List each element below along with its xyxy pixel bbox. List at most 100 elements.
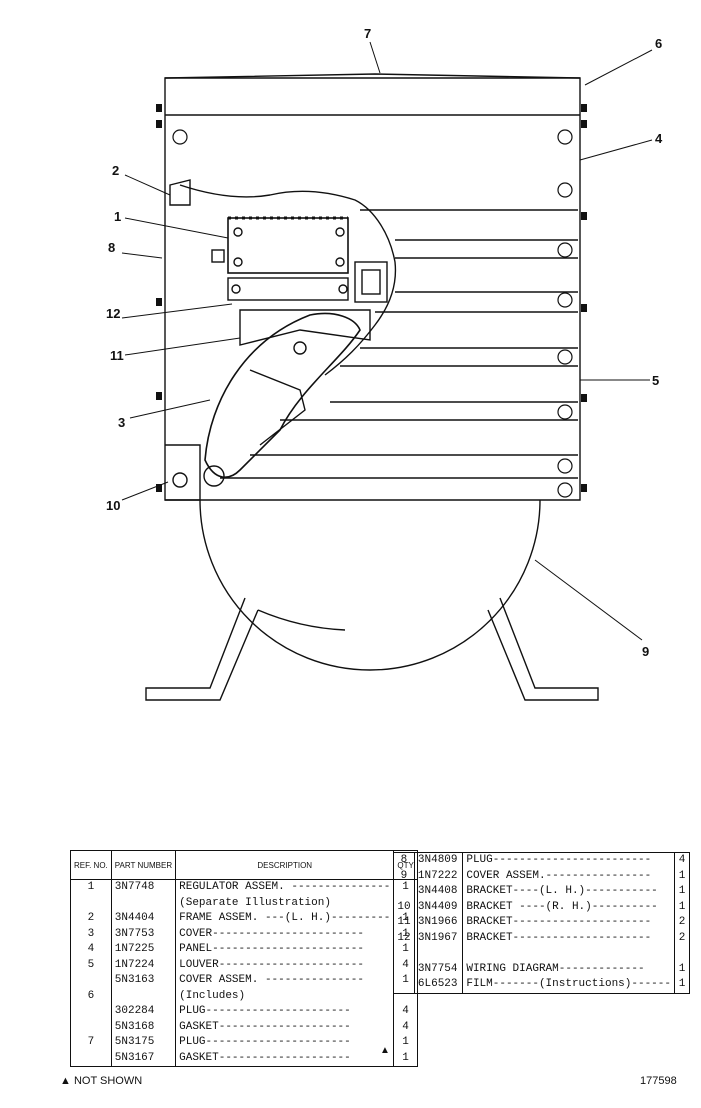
description-cell: BRACKET--------------------- <box>462 915 675 931</box>
callout-8: 8 <box>108 240 115 255</box>
part-number-cell: 5N3175 <box>111 1035 177 1051</box>
description-cell: (Includes) <box>175 988 395 1004</box>
part-number-cell <box>414 946 464 962</box>
ref-cell: 7 <box>70 1035 112 1051</box>
qty-cell: 4 <box>402 1020 409 1033</box>
ref-cell <box>393 946 415 962</box>
description-cell: COVER----------------------- <box>175 926 395 942</box>
qty-cell: 2 <box>678 931 686 944</box>
tank <box>199 499 541 671</box>
cutaway-edge <box>179 184 397 376</box>
qty-cell: 1 <box>402 1051 409 1064</box>
ref-cell <box>393 884 415 900</box>
ref-cell: 5 <box>70 957 112 973</box>
frame-outline <box>164 77 581 501</box>
part-number-cell: 3N1967 <box>414 930 464 946</box>
callout-12: 12 <box>106 306 120 321</box>
part-number-cell: 3N4809 <box>414 852 464 869</box>
description-cell: BRACKET ----(R. H.)---------- <box>462 899 675 915</box>
description-cell: LOUVER---------------------- <box>175 957 395 973</box>
description-cell: (Separate Illustration) <box>175 895 395 911</box>
callout-10: 10 <box>106 498 120 513</box>
description-cell: FILM-------(Instructions)------ <box>462 977 675 993</box>
part-number-cell: 3N4408 <box>414 884 464 900</box>
ref-cell: 3 <box>70 926 112 942</box>
description-cell: PLUG------------------------ <box>462 852 675 869</box>
part-number-cell: 5N3163 <box>111 973 177 989</box>
part-number-cell: 1N7224 <box>111 957 177 973</box>
ref-cell: 2 <box>70 911 112 927</box>
regulator-box <box>227 217 349 274</box>
qty-cell: 1 <box>678 978 686 990</box>
part-number-cell: 5N3167 <box>111 1050 177 1067</box>
ref-cell: 8 <box>393 852 415 869</box>
description-cell: PLUG---------------------- <box>175 1004 395 1020</box>
ref-cell <box>70 1050 112 1067</box>
callout-3: 3 <box>118 415 125 430</box>
callout-7: 7 <box>364 26 371 41</box>
ref-cell <box>393 961 415 977</box>
stand <box>145 597 599 701</box>
leader-lines <box>121 41 653 641</box>
legend-not-shown: ▲ NOT SHOWN <box>60 1075 143 1087</box>
description-cell: PLUG---------------------- <box>175 1035 395 1051</box>
part-number-cell: 3N4404 <box>111 911 177 927</box>
part-number-cell: 3N7753 <box>111 926 177 942</box>
qty-cell <box>674 946 689 962</box>
qty-cell: 1 <box>678 869 686 882</box>
side-studs <box>156 104 587 492</box>
callout-2: 2 <box>112 163 119 178</box>
part-number-cell: 3N1966 <box>414 915 464 931</box>
part-number-cell: 1N7222 <box>414 868 464 884</box>
description-cell: BRACKET--------------------- <box>462 930 675 946</box>
ref-cell: 6 <box>70 988 112 1004</box>
not-shown-marker: ▲ <box>380 1045 390 1056</box>
part-number-cell <box>111 988 177 1004</box>
ref-cell <box>393 977 415 993</box>
qty-cell: 1 <box>678 962 686 975</box>
description-cell: FRAME ASSEM. ---(L. H.)--------- <box>175 911 395 927</box>
ref-cell <box>70 895 112 911</box>
part-number-cell <box>111 895 177 911</box>
part-number-cell: 3N4409 <box>414 899 464 915</box>
ref-cell <box>70 1019 112 1035</box>
description-cell: WIRING DIAGRAM------------- <box>462 961 675 977</box>
part-number-cell: 302284 <box>111 1004 177 1020</box>
ref-cell: 1 <box>70 879 112 896</box>
generator-exploded-diagram: 7 6 4 2 1 8 12 11 5 3 10 9 <box>106 26 663 701</box>
ref-cell <box>70 973 112 989</box>
callout-11: 11 <box>110 348 124 363</box>
qty-cell: 1 <box>678 885 686 897</box>
table-row <box>393 946 690 962</box>
callout-4: 4 <box>655 131 663 146</box>
qty-cell: 1 <box>678 900 686 913</box>
bolt-heads <box>172 129 573 498</box>
callout-5: 5 <box>652 373 659 388</box>
description-cell: PANEL----------------------- <box>175 942 395 958</box>
qty-cell: 4 <box>402 1005 409 1017</box>
description-cell <box>462 946 675 962</box>
ref-cell: 11 <box>393 915 415 931</box>
header-ref: REF. NO. <box>70 850 112 880</box>
table-row: 6 (Includes) <box>70 988 418 1004</box>
qty-cell: 2 <box>678 916 686 928</box>
description-cell: BRACKET----(L. H.)----------- <box>462 884 675 900</box>
